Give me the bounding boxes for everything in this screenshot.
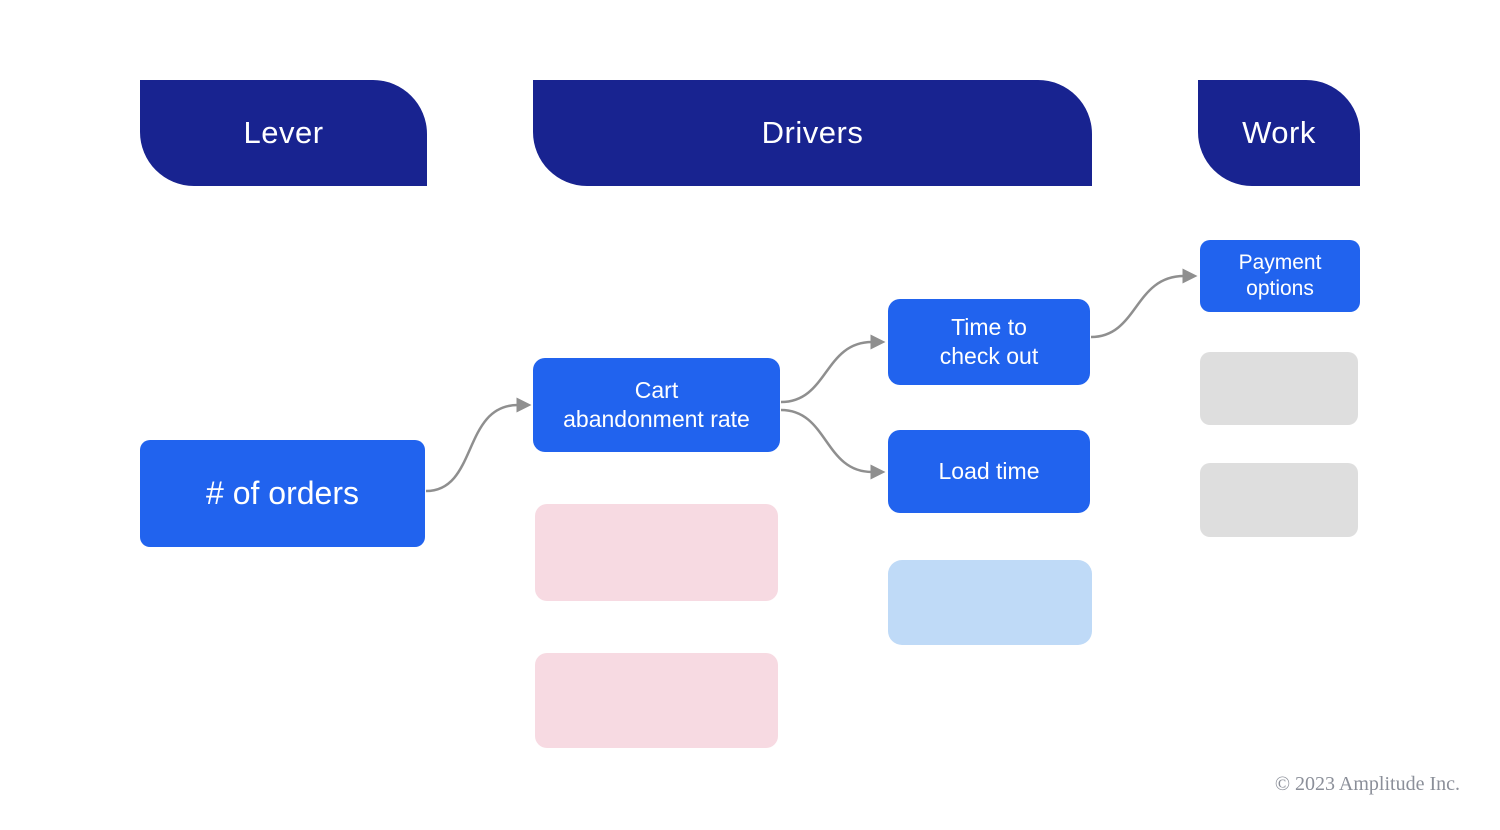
- node-number-of-orders-label: # of orders: [206, 475, 359, 512]
- column-header-drivers-label: Drivers: [761, 115, 864, 150]
- arrow-cart-to-time-to-checkout: [780, 334, 886, 404]
- column-header-work-label: Work: [1242, 115, 1316, 150]
- node-payment-options-label: Payment options: [1238, 250, 1322, 300]
- copyright-text: © 2023 Amplitude Inc.: [1274, 773, 1460, 795]
- placeholder-driver-pink-1: [535, 504, 778, 601]
- node-cart-abandonment-rate: Cart abandonment rate: [533, 358, 780, 452]
- arrow-time-to-checkout-to-payment-options: [1090, 268, 1198, 339]
- placeholder-work-gray-2: [1200, 463, 1358, 537]
- placeholder-driver-blue-1: [888, 560, 1092, 645]
- placeholder-work-gray-1: [1200, 352, 1358, 425]
- arrow-cart-to-load-time: [780, 408, 886, 480]
- node-load-time: Load time: [888, 430, 1090, 513]
- column-header-lever: Lever: [140, 80, 427, 186]
- node-payment-options: Payment options: [1200, 240, 1360, 312]
- node-number-of-orders: # of orders: [140, 440, 425, 547]
- placeholder-driver-pink-2: [535, 653, 778, 748]
- arrow-orders-to-cart: [425, 397, 532, 493]
- node-time-to-check-out: Time to check out: [888, 299, 1090, 385]
- column-header-work: Work: [1198, 80, 1360, 186]
- column-header-lever-label: Lever: [243, 115, 324, 150]
- node-time-to-check-out-label: Time to check out: [939, 314, 1039, 369]
- node-cart-abandonment-rate-label: Cart abandonment rate: [563, 377, 750, 432]
- column-header-drivers: Drivers: [533, 80, 1092, 186]
- node-load-time-label: Load time: [938, 458, 1040, 485]
